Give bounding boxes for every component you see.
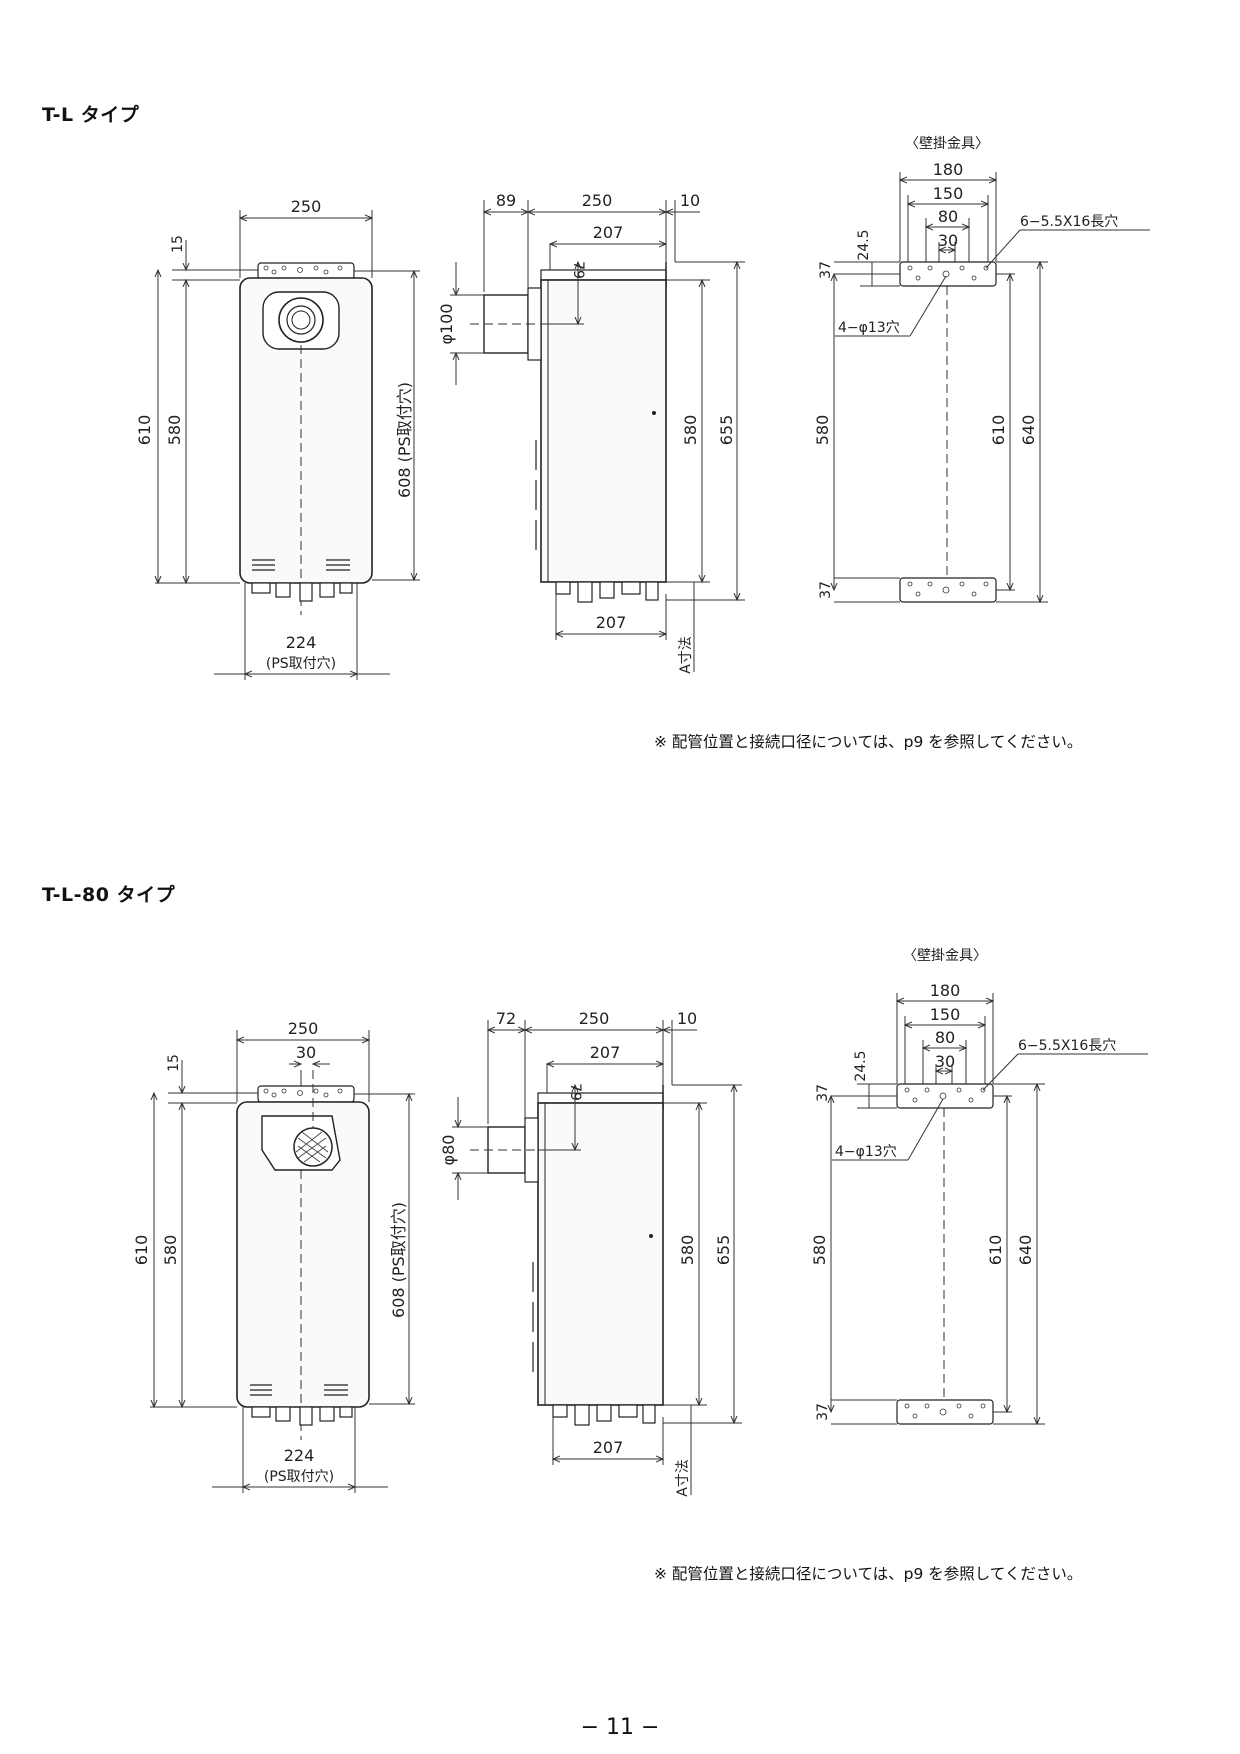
dim-bracket-580: 580 bbox=[813, 415, 832, 446]
dim-bracket-37-top: 37 bbox=[818, 261, 834, 279]
dim-front-flue-offset: 30 bbox=[296, 1043, 316, 1062]
side-bottom-fittings bbox=[552, 1404, 656, 1426]
dim-bracket-180: 180 bbox=[930, 981, 961, 1000]
dim-side-body-height: 580 bbox=[678, 1235, 697, 1266]
side-view-tl: 89 250 10 207 79 φ100 580 bbox=[437, 191, 745, 674]
dim-bracket-30: 30 bbox=[935, 1052, 955, 1071]
dim-front-ps-height: 608 (PS取付穴) bbox=[389, 1202, 408, 1318]
dim-bracket-80: 80 bbox=[935, 1028, 955, 1047]
bracket-view-tl: 〈壁掛金具〉 180 150 80 bbox=[813, 136, 1150, 602]
bracket-label: 〈壁掛金具〉 bbox=[905, 136, 989, 152]
dim-side-rear-gap: 10 bbox=[680, 191, 700, 210]
bracket-view-tl80: 〈壁掛金具〉 180 150 80 bbox=[810, 948, 1148, 1424]
dim-front-width: 250 bbox=[291, 197, 322, 216]
dim-front-ps-width-note: (PS取付穴) bbox=[264, 1469, 334, 1485]
dim-front-inner-height: 580 bbox=[165, 415, 184, 446]
dim-side-depth: 250 bbox=[582, 191, 613, 210]
dim-side-flue-diameter: φ80 bbox=[439, 1135, 458, 1166]
section-tl80-drawings: 250 30 15 610 580 608 (PS取付穴) bbox=[132, 948, 1148, 1497]
front-view-tl80: 250 30 15 610 580 608 (PS取付穴) bbox=[132, 1019, 415, 1493]
dim-front-ps-width: 224 bbox=[284, 1446, 315, 1465]
side-bottom-fittings bbox=[555, 581, 659, 603]
dim-bracket-610: 610 bbox=[989, 415, 1008, 446]
dim-bracket-80: 80 bbox=[938, 207, 958, 226]
dim-bracket-holes: 4−φ13穴 bbox=[838, 320, 900, 336]
dim-bracket-37-top: 37 bbox=[815, 1084, 831, 1102]
bottom-pipe-fittings bbox=[251, 1406, 353, 1426]
dim-bracket-180: 180 bbox=[933, 160, 964, 179]
heater-body-side bbox=[537, 1102, 664, 1406]
dim-bracket-150: 150 bbox=[933, 184, 964, 203]
dim-side-flue-height: 79 bbox=[567, 1083, 583, 1101]
dim-front-inner-height: 580 bbox=[161, 1235, 180, 1266]
dim-side-top-depth: 207 bbox=[590, 1043, 621, 1062]
dim-side-bottom-depth: 207 bbox=[593, 1438, 624, 1457]
bottom-pipe-fittings bbox=[251, 582, 353, 602]
section-tl-drawings: 250 15 610 580 608 (PS取付穴) 224 (PS取付穴) bbox=[135, 136, 1150, 680]
dim-side-top-depth: 207 bbox=[593, 223, 624, 242]
dim-side-total-height: 655 bbox=[717, 415, 736, 446]
dim-side-body-height: 580 bbox=[681, 415, 700, 446]
dim-bracket-640: 640 bbox=[1016, 1235, 1035, 1266]
dim-side-bottom-depth: 207 bbox=[596, 613, 627, 632]
dim-front-top-gap: 15 bbox=[170, 235, 186, 253]
dim-side-flue-height: 79 bbox=[570, 261, 586, 279]
dim-bracket-24-5: 24.5 bbox=[853, 1050, 869, 1081]
heater-body-side bbox=[540, 279, 667, 583]
dim-front-width: 250 bbox=[288, 1019, 319, 1038]
section-title-tl80: T-L-80 タイプ bbox=[42, 884, 176, 906]
dim-bracket-37-bottom: 37 bbox=[815, 1403, 831, 1421]
dim-bracket-30: 30 bbox=[938, 231, 958, 250]
dim-side-a-dimension: A寸法 bbox=[678, 636, 694, 674]
dim-side-depth: 250 bbox=[579, 1009, 610, 1028]
dim-side-flue-offset: 89 bbox=[496, 191, 516, 210]
dim-bracket-holes: 4−φ13穴 bbox=[835, 1144, 897, 1160]
piping-note-tl: ※ 配管位置と接続口径については、p9 を参照してください。 bbox=[654, 733, 1083, 751]
dim-bracket-640: 640 bbox=[1019, 415, 1038, 446]
dim-front-ps-width-note: (PS取付穴) bbox=[266, 656, 336, 672]
dim-bracket-24-5: 24.5 bbox=[856, 229, 872, 260]
dim-front-overall-height: 610 bbox=[135, 415, 154, 446]
dim-side-rear-gap: 10 bbox=[677, 1009, 697, 1028]
dim-bracket-slot: 6−5.5X16長穴 bbox=[1020, 214, 1118, 230]
front-view-tl: 250 15 610 580 608 (PS取付穴) 224 (PS取付穴) bbox=[135, 197, 420, 680]
dim-front-ps-width: 224 bbox=[286, 633, 317, 652]
piping-note-tl80: ※ 配管位置と接続口径については、p9 を参照してください。 bbox=[654, 1565, 1083, 1583]
dim-front-top-gap: 15 bbox=[166, 1054, 182, 1072]
dim-front-overall-height: 610 bbox=[132, 1235, 151, 1266]
dim-side-flue-offset: 72 bbox=[496, 1009, 516, 1028]
dim-side-total-height: 655 bbox=[714, 1235, 733, 1266]
section-title-tl: T-L タイプ bbox=[42, 104, 140, 126]
dim-bracket-37-bottom: 37 bbox=[818, 581, 834, 599]
dim-bracket-610: 610 bbox=[986, 1235, 1005, 1266]
dim-front-ps-height: 608 (PS取付穴) bbox=[395, 382, 414, 498]
page-number: − 11 − bbox=[580, 1715, 660, 1740]
dim-bracket-150: 150 bbox=[930, 1005, 961, 1024]
side-view-tl80: 72 250 10 207 79 φ80 580 bbox=[439, 1009, 742, 1497]
dim-side-flue-diameter: φ100 bbox=[437, 303, 456, 344]
dim-side-a-dimension: A寸法 bbox=[675, 1459, 691, 1497]
bracket-label: 〈壁掛金具〉 bbox=[903, 948, 987, 964]
dim-bracket-slot: 6−5.5X16長穴 bbox=[1018, 1038, 1116, 1054]
dim-bracket-580: 580 bbox=[810, 1235, 829, 1266]
